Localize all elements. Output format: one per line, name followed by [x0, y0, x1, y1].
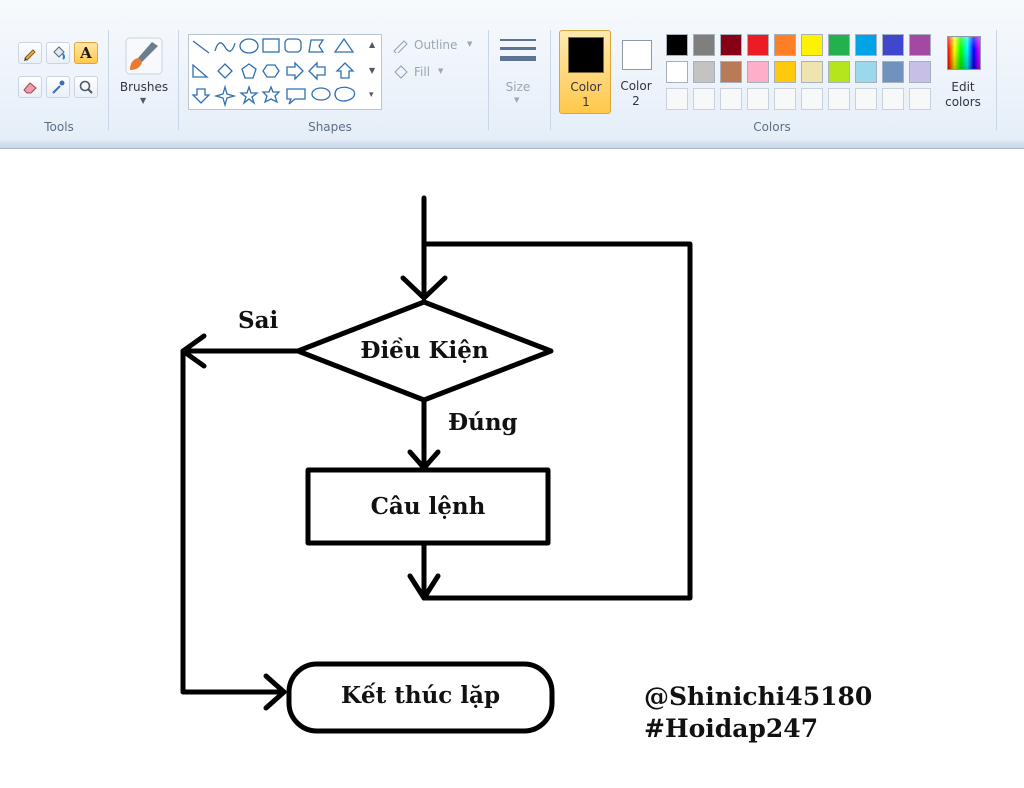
palette-custom-slot[interactable] — [882, 88, 904, 110]
palette-swatch[interactable] — [855, 34, 877, 56]
separator — [178, 30, 179, 130]
palette-custom-slot[interactable] — [855, 88, 877, 110]
false-branch-label: Sai — [238, 307, 279, 334]
ribbon-bottom-border — [0, 140, 1024, 149]
outline-button[interactable]: Outline ▼ — [392, 36, 482, 54]
palette-custom-slot[interactable] — [693, 88, 715, 110]
palette-swatch[interactable] — [774, 61, 796, 83]
palette-swatch[interactable] — [909, 61, 931, 83]
size-label: Size — [505, 80, 531, 94]
brushes-label: Brushes — [119, 80, 169, 94]
separator — [108, 30, 109, 130]
eraser-tool[interactable] — [18, 76, 42, 98]
palette-swatch[interactable] — [828, 34, 850, 56]
palette-swatch[interactable] — [693, 61, 715, 83]
fill-bucket-icon — [394, 65, 408, 79]
dropdown-arrow-icon: ▼ — [514, 96, 520, 104]
fill-button[interactable]: Fill ▼ — [392, 63, 462, 81]
color2-swatch — [622, 40, 652, 70]
rainbow-icon — [947, 36, 981, 70]
palette-swatch[interactable] — [828, 61, 850, 83]
palette-swatch[interactable] — [855, 61, 877, 83]
edit-colors-line2: colors — [945, 95, 981, 109]
text-tool-icon: A — [80, 44, 92, 62]
gallery-expand-icon[interactable]: ▾ — [369, 90, 374, 100]
eyedropper-icon — [52, 80, 65, 94]
line-size-icon — [500, 39, 536, 61]
separator — [488, 30, 489, 130]
palette-swatch[interactable] — [666, 34, 688, 56]
palette-swatch[interactable] — [801, 34, 823, 56]
statement-label: Câu lệnh — [370, 493, 486, 520]
magnifier-icon — [79, 80, 93, 94]
brush-icon — [125, 37, 163, 75]
tools-group-label: Tools — [44, 120, 74, 134]
color1-label-line2: 1 — [582, 95, 590, 109]
palette-custom-slot[interactable] — [774, 88, 796, 110]
pencil-icon — [24, 49, 36, 61]
palette-swatch[interactable] — [720, 34, 742, 56]
ribbon: A Tools Brushes ▼ — [0, 0, 1024, 141]
palette-swatch[interactable] — [747, 61, 769, 83]
palette-swatch[interactable] — [882, 34, 904, 56]
magnifier-tool[interactable] — [74, 76, 98, 98]
watermark-line1: @Shinichi45180 — [644, 682, 873, 711]
shapes-gallery[interactable] — [188, 34, 382, 110]
color2-label-line1: Color — [620, 79, 652, 93]
watermark-line2: #Hoidap247 — [644, 714, 819, 743]
color1-swatch — [568, 37, 604, 73]
eraser-icon — [23, 82, 37, 94]
end-loop-label: Kết thúc lặp — [340, 682, 501, 709]
dropdown-arrow-icon: ▼ — [438, 67, 444, 75]
color-picker-tool[interactable] — [46, 76, 70, 98]
palette-custom-slot[interactable] — [828, 88, 850, 110]
palette-swatch[interactable] — [693, 34, 715, 56]
fill-label: Fill — [414, 65, 431, 79]
separator — [550, 30, 551, 130]
palette-swatch[interactable] — [909, 34, 931, 56]
colors-group-label: Colors — [753, 120, 791, 134]
shapes-gallery-icons — [191, 37, 356, 108]
palette-custom-slot[interactable] — [747, 88, 769, 110]
palette-swatch[interactable] — [747, 34, 769, 56]
palette-swatch[interactable] — [774, 34, 796, 56]
separator — [996, 30, 997, 130]
color1-label-line1: Color — [570, 80, 602, 94]
palette-swatch[interactable] — [882, 61, 904, 83]
size-button[interactable]: Size ▼ — [496, 34, 540, 110]
palette-custom-slot[interactable] — [720, 88, 742, 110]
gallery-down-icon[interactable]: ▼ — [369, 66, 376, 75]
gallery-up-icon[interactable]: ▲ — [369, 40, 376, 49]
palette-swatch[interactable] — [801, 61, 823, 83]
dropdown-arrow-icon: ▼ — [467, 40, 473, 48]
outline-pen-icon — [393, 40, 408, 53]
condition-label: Điều Kiện — [360, 337, 489, 364]
edit-colors-button[interactable]: Edit colors — [940, 32, 986, 112]
text-tool[interactable]: A — [74, 42, 98, 64]
dropdown-arrow-icon: ▼ — [140, 96, 147, 105]
color1-button[interactable]: Color 1 — [559, 30, 611, 114]
pencil-tool[interactable] — [18, 42, 42, 64]
color2-button[interactable]: Color 2 — [614, 30, 658, 114]
true-branch-label: Đúng — [448, 409, 518, 436]
brushes-button[interactable]: Brushes ▼ — [118, 34, 170, 110]
color2-label-line2: 2 — [632, 94, 640, 108]
paint-bucket-icon — [53, 46, 65, 60]
palette-swatch[interactable] — [666, 61, 688, 83]
outline-label: Outline — [414, 38, 458, 52]
palette-custom-slot[interactable] — [909, 88, 931, 110]
shapes-group-label: Shapes — [308, 120, 352, 134]
palette-custom-slot[interactable] — [666, 88, 688, 110]
palette-custom-slot[interactable] — [801, 88, 823, 110]
edit-colors-line1: Edit — [951, 80, 975, 94]
palette-swatch[interactable] — [720, 61, 742, 83]
fill-tool[interactable] — [46, 42, 70, 64]
